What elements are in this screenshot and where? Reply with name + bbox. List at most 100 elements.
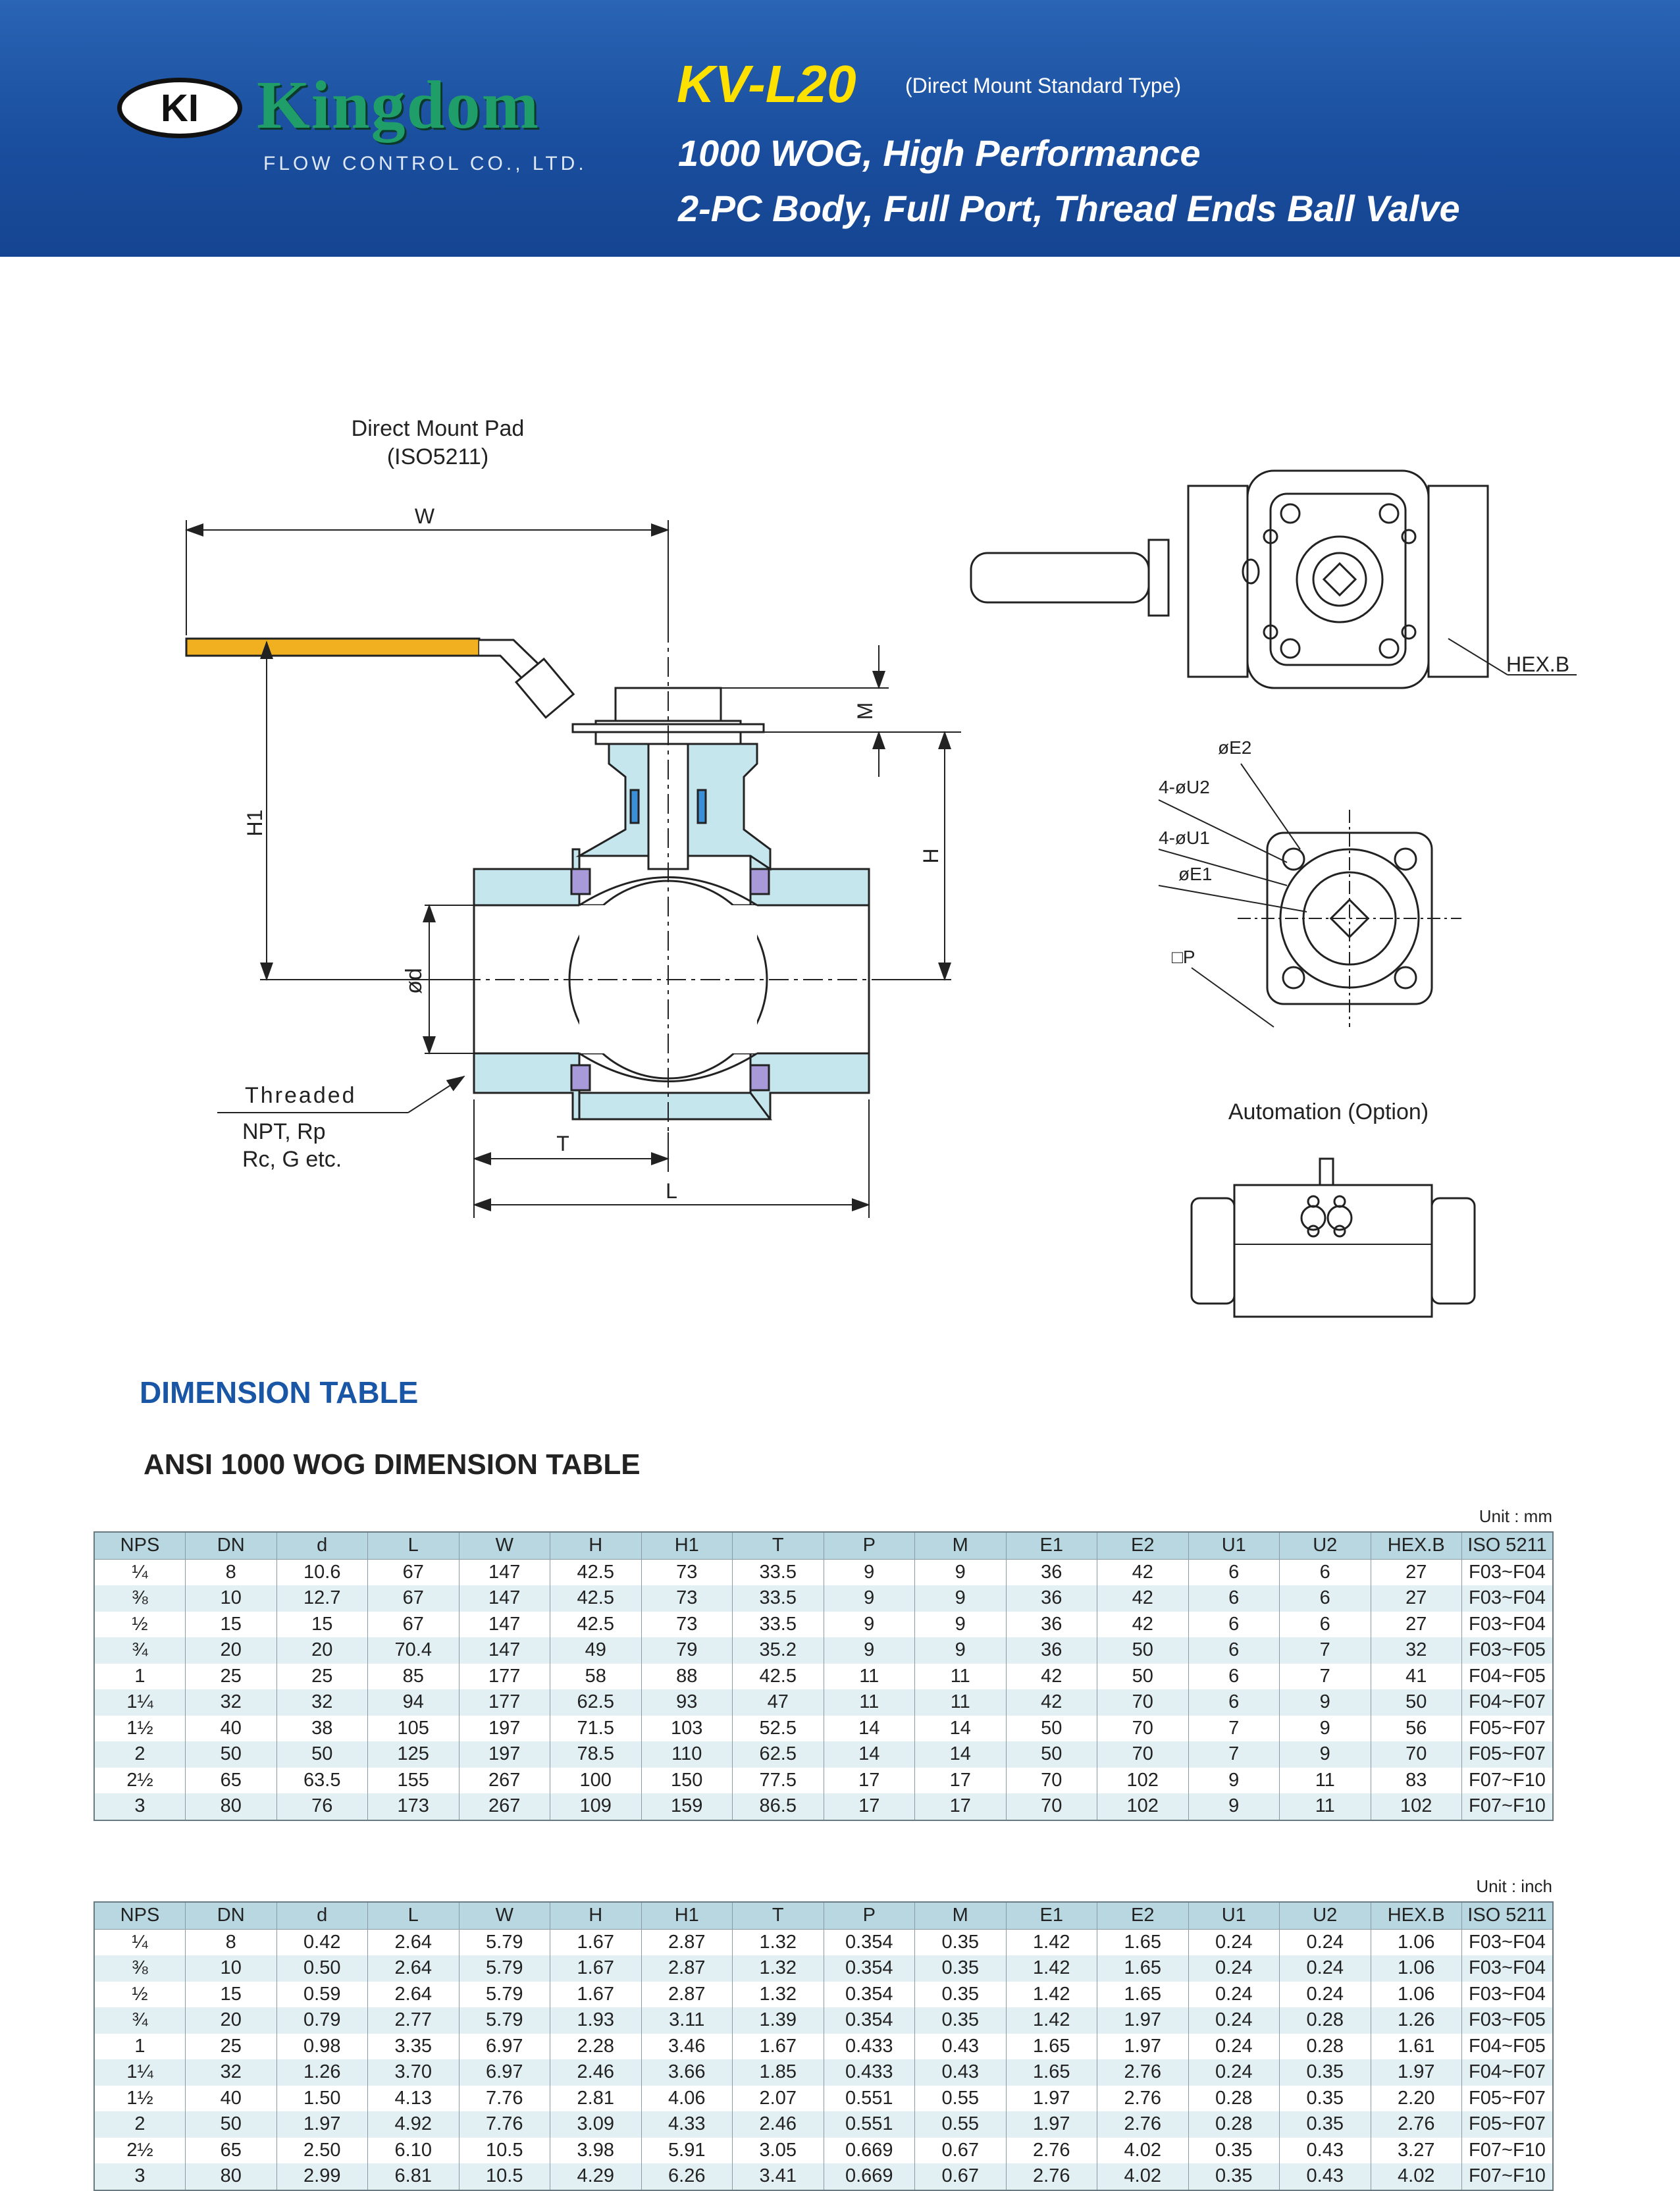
column-header: T <box>732 1532 824 1560</box>
table-cell: 1½ <box>94 2085 186 2111</box>
table-cell: 1.42 <box>1006 1981 1097 2007</box>
table-cell: 11 <box>824 1689 915 1716</box>
table-cell: 63.5 <box>276 1767 368 1793</box>
table-cell: 80 <box>185 2163 277 2190</box>
table-cell: 65 <box>185 2137 277 2163</box>
valve-handle <box>185 637 481 657</box>
section-title: DIMENSION TABLE <box>140 1375 419 1410</box>
column-header: DN <box>185 1532 277 1560</box>
table-cell: ⅜ <box>94 1585 186 1612</box>
table-cell: 10.5 <box>459 2163 550 2190</box>
table-cell: 20 <box>276 1637 368 1664</box>
table-cell: 77.5 <box>732 1767 824 1793</box>
table-cell: 4.29 <box>550 2163 642 2190</box>
table-cell: 0.24 <box>1188 1929 1280 1955</box>
table-cell: 100 <box>550 1767 642 1793</box>
table-cell: 0.354 <box>824 1955 915 1982</box>
table-cell: 50 <box>276 1741 368 1768</box>
table-cell: 33.5 <box>732 1559 824 1585</box>
table-cell: 56 <box>1371 1715 1462 1741</box>
table-cell: F07~F10 <box>1461 2163 1553 2190</box>
table-cell: 42 <box>1097 1559 1189 1585</box>
table-cell: 38 <box>276 1715 368 1741</box>
table-cell: 10.6 <box>276 1559 368 1585</box>
label-thread-types-2: Rc, G etc. <box>242 1147 342 1172</box>
table-cell: 2 <box>94 1741 186 1768</box>
table-cell: 0.35 <box>914 2007 1007 2034</box>
table-cell: 177 <box>459 1689 550 1716</box>
column-header: d <box>276 1902 368 1930</box>
table-cell: 1.42 <box>1006 1955 1097 1982</box>
table-cell: 88 <box>641 1663 733 1689</box>
table-cell: 40 <box>185 1715 277 1741</box>
table-cell: 17 <box>824 1767 915 1793</box>
table-cell: 25 <box>185 2033 277 2059</box>
table-cell: 71.5 <box>550 1715 642 1741</box>
label-l: L <box>666 1179 677 1203</box>
table-cell: 1.65 <box>1097 1955 1189 1982</box>
column-header: W <box>459 1902 550 1930</box>
table-cell: 0.551 <box>824 2111 915 2138</box>
table-cell: 70 <box>1097 1715 1189 1741</box>
table-cell: 5.79 <box>459 2007 550 2034</box>
table-cell: 42 <box>1097 1611 1189 1637</box>
table-cell: 70 <box>1006 1767 1097 1793</box>
table-cell: 109 <box>550 1793 642 1820</box>
table-cell: 65 <box>185 1767 277 1793</box>
table-cell: 11 <box>824 1663 915 1689</box>
table-cell: 1.67 <box>550 1929 642 1955</box>
table-cell: 103 <box>641 1715 733 1741</box>
table-cell: 17 <box>824 1793 915 1820</box>
column-header: HEX.B <box>1371 1532 1462 1560</box>
table-cell: 0.43 <box>1279 2137 1371 2163</box>
table-cell: 11 <box>1279 1793 1371 1820</box>
valve-section-view <box>185 520 882 1132</box>
table-cell: 2½ <box>94 2137 186 2163</box>
table-cell: 125 <box>367 1741 459 1768</box>
seat-right-bottom <box>749 1064 770 1092</box>
table-cell: 7.76 <box>459 2111 550 2138</box>
table-cell: 10 <box>185 1955 277 1982</box>
table-cell: 36 <box>1006 1559 1097 1585</box>
table-cell: 0.24 <box>1279 1981 1371 2007</box>
table-cell: 1.65 <box>1097 1929 1189 1955</box>
table-cell: 197 <box>459 1715 550 1741</box>
table-cell: 147 <box>459 1611 550 1637</box>
column-header: DN <box>185 1902 277 1930</box>
table-cell: 3.05 <box>732 2137 824 2163</box>
label-t: T <box>556 1132 569 1155</box>
table-cell: 2.76 <box>1371 2111 1462 2138</box>
table-cell: 9 <box>824 1637 915 1664</box>
model-number: KV-L20 <box>677 55 856 113</box>
table-cell: 0.28 <box>1188 2085 1280 2111</box>
table-cell: 0.433 <box>824 2059 915 2086</box>
table-cell: 50 <box>1371 1689 1462 1716</box>
table-cell: 8 <box>185 1559 277 1585</box>
model-note: (Direct Mount Standard Type) <box>905 74 1182 97</box>
table-cell: F03~F05 <box>1461 1637 1553 1664</box>
table-cell: 14 <box>824 1741 915 1768</box>
seat-left-top <box>570 868 591 895</box>
table-cell: 6.10 <box>367 2137 459 2163</box>
table-cell: ¼ <box>94 1929 186 1955</box>
table-cell: F04~F07 <box>1461 1689 1553 1716</box>
table-cell: 0.42 <box>276 1929 368 1955</box>
table-cell: 9 <box>824 1559 915 1585</box>
table-cell: 14 <box>914 1715 1007 1741</box>
table-cell: 8 <box>185 1929 277 1955</box>
table-cell: 1¼ <box>94 2059 186 2086</box>
label-thread-types-1: NPT, Rp <box>242 1119 326 1144</box>
table-cell: 1.97 <box>1097 2033 1189 2059</box>
column-header: L <box>367 1532 459 1560</box>
table-cell: 42.5 <box>732 1663 824 1689</box>
table-cell: 11 <box>1279 1767 1371 1793</box>
table-cell: 2.76 <box>1006 2163 1097 2190</box>
table-cell: 150 <box>641 1767 733 1793</box>
table-cell: 32 <box>276 1689 368 1716</box>
table-cell: 102 <box>1097 1793 1189 1820</box>
